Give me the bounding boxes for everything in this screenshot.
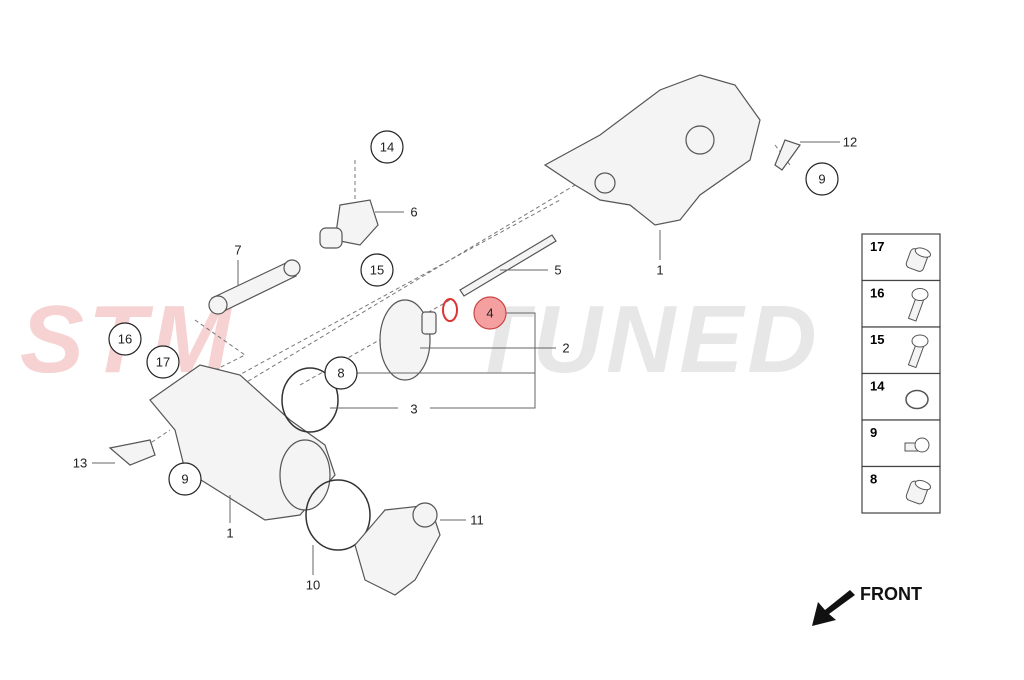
o-ring-part-3 [281, 367, 339, 433]
callout-14: 14 [370, 130, 404, 164]
callout-6: 6 [410, 205, 417, 220]
callout-14-label: 14 [380, 140, 394, 155]
legend-number: 17 [870, 239, 884, 254]
legend-number: 8 [870, 472, 877, 487]
callout-2: 2 [562, 341, 569, 356]
sensor-part-6 [319, 199, 379, 249]
callout-9-lower: 9 [168, 462, 202, 496]
callout-4-label: 4 [486, 306, 493, 321]
callout-16: 16 [108, 322, 142, 356]
front-arrow-icon [812, 590, 855, 626]
leader-lines [92, 141, 840, 575]
callout-3: 3 [410, 402, 417, 417]
callout-11: 11 [470, 513, 484, 528]
legend-row: 17 [861, 233, 941, 282]
seal-ring-icon [905, 389, 929, 410]
impeller-part-2 [379, 299, 437, 381]
callout-9-upper-label: 9 [818, 172, 825, 187]
callout-17-label: 17 [156, 355, 170, 370]
callout-1-lower: 1 [226, 526, 233, 541]
pipe-part-7 [208, 259, 301, 315]
callout-5: 5 [554, 263, 561, 278]
callout-12: 12 [843, 135, 857, 150]
callout-13: 13 [73, 456, 87, 471]
bracket-part-13 [108, 439, 156, 466]
bolt-icon [907, 334, 929, 369]
callout-7: 7 [234, 243, 241, 258]
thermostat-part-11 [354, 502, 441, 596]
upper-housing-part [543, 74, 761, 226]
callout-1-upper: 1 [656, 263, 663, 278]
sleeve-icon [905, 479, 932, 505]
fastener-legend: 17 16 15 14 9 8 [861, 233, 941, 514]
lower-housing-part [149, 364, 336, 521]
seal-ring-part-4 [442, 298, 458, 322]
callout-4-highlighted: 4 [473, 296, 507, 330]
callout-8-label: 8 [337, 366, 344, 381]
watermark-tuned: TUNED [470, 286, 821, 393]
legend-row: 15 [861, 326, 941, 375]
legend-number: 14 [870, 379, 885, 394]
callout-17: 17 [146, 345, 180, 379]
gasket-part-10 [305, 479, 371, 551]
front-indicator: FRONT [812, 584, 922, 626]
legend-row: 16 [861, 279, 941, 328]
front-label: FRONT [860, 584, 922, 604]
bracket-part-12 [774, 139, 801, 171]
legend-row: 9 [861, 419, 941, 468]
watermark: STM TUNED [20, 286, 821, 393]
legend-row: 14 [861, 372, 941, 421]
bolt-short-icon [904, 437, 930, 453]
callout-15-label: 15 [370, 263, 384, 278]
callout-8: 8 [324, 356, 358, 390]
callout-16-label: 16 [118, 332, 132, 347]
legend-number: 9 [870, 425, 877, 440]
sleeve-icon [905, 247, 932, 272]
callout-9-lower-label: 9 [181, 472, 188, 487]
rod-part-5 [459, 234, 557, 297]
legend-number: 15 [870, 332, 884, 347]
legend-number: 16 [870, 286, 884, 301]
callout-10: 10 [306, 578, 320, 593]
bolt-icon [907, 288, 929, 322]
callout-9-upper: 9 [805, 162, 839, 196]
legend-row: 8 [861, 465, 941, 514]
callout-15: 15 [360, 253, 394, 287]
